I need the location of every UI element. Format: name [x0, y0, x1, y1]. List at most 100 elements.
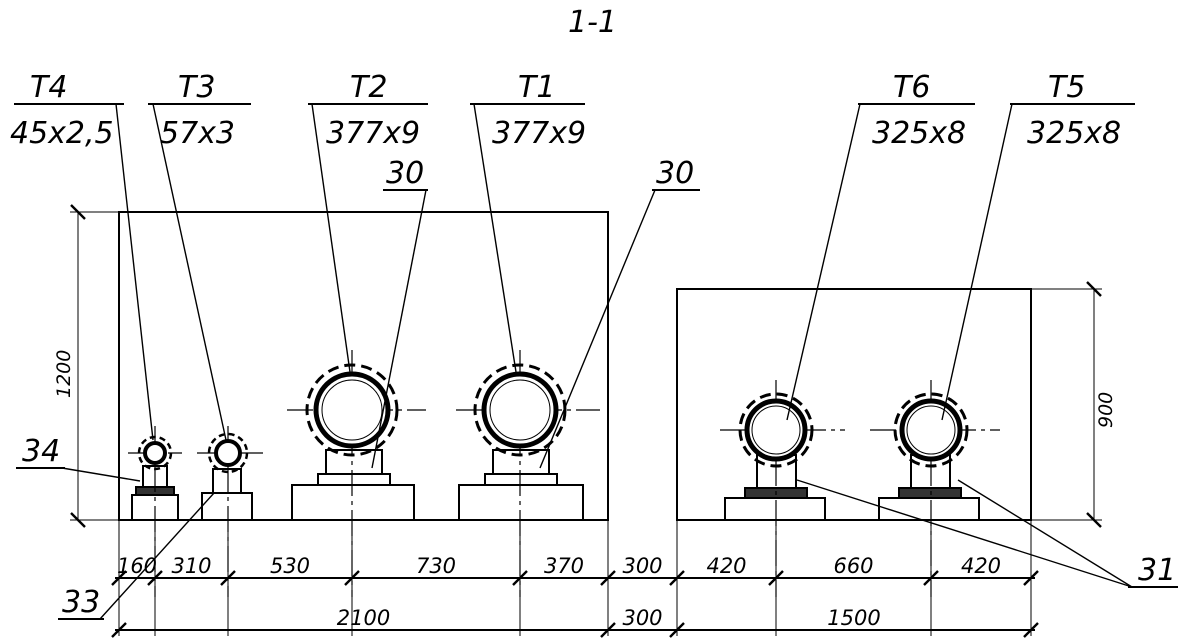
dim-row1-value: 730: [416, 554, 456, 578]
callout-30-t1-label: 30: [656, 156, 694, 191]
dim-row2-value: 1500: [827, 606, 880, 630]
callout-30-t2-leader: [371, 189, 427, 469]
callout-31: 31: [796, 479, 1178, 588]
dim-row2-value: 2100: [337, 606, 390, 630]
callout-33: 33: [58, 492, 215, 620]
callout-31-leader-t6: [796, 479, 1133, 588]
t3-support-post: [212, 468, 242, 494]
t5-leader: [941, 103, 1013, 421]
t5-pipe: [899, 398, 963, 462]
dim-row1-tick: [600, 570, 616, 586]
dim-row1-value: 420: [706, 554, 746, 578]
t6-insulation: [738, 392, 814, 468]
dim-row2-tick: [600, 622, 616, 638]
right-height-label: 900: [1095, 392, 1117, 428]
left-height-tick-bottom: [70, 512, 86, 528]
t1-size: 377x9: [492, 116, 586, 151]
right-channel-outline: [676, 288, 1032, 521]
dim-row1-value: 310: [171, 554, 211, 578]
callout-30-t1: 30: [539, 156, 700, 469]
pipe-t6: [720, 380, 845, 597]
callout-31-label: 31: [1138, 553, 1176, 588]
t3-pipe: [214, 439, 242, 467]
callout-34: 34: [16, 434, 141, 482]
callout-31-leader-t5: [957, 479, 1133, 588]
dim-row2-tick: [111, 622, 127, 638]
dim-row1-value: 160: [117, 554, 157, 578]
left-height-label: 1200: [53, 350, 75, 398]
t5-id: T5: [1048, 70, 1085, 105]
t5-insulation: [893, 392, 969, 468]
dim-row1-tick: [669, 570, 685, 586]
section-title: 1-1: [568, 5, 617, 40]
t6-id: T6: [893, 70, 930, 105]
t4-leader: [115, 103, 154, 441]
t1-support-base: [458, 484, 584, 521]
callout-30-t2: 30: [371, 156, 428, 469]
pipe-label-t1: T1 377x9: [470, 70, 586, 373]
dim-row1-tick: [344, 570, 360, 586]
dim-row1-value: 370: [544, 554, 584, 578]
pipe-label-t4: T4 45x2,5: [10, 70, 154, 441]
t1-support-plate: [484, 473, 558, 486]
t3-size: 57x3: [160, 116, 235, 151]
t5-pipe-inner: [906, 405, 956, 455]
dim-row1-tick: [923, 570, 939, 586]
dim-row1-value: 530: [270, 554, 310, 578]
t3-id: T3: [178, 70, 215, 105]
t5-size: 325x8: [1027, 116, 1121, 151]
pipe-t3: [197, 426, 266, 597]
t6-leader: [786, 103, 861, 421]
callout-30-t1-leader: [539, 189, 656, 469]
t3-leader: [152, 103, 227, 441]
dim-row1-value: 660: [833, 554, 873, 578]
t2-pipe-inner: [321, 379, 383, 441]
left-height-tick-top: [70, 204, 86, 220]
pipe-label-t6: T6 325x8: [786, 70, 975, 421]
t2-id: T2: [350, 70, 387, 105]
pipe-t1: [456, 350, 600, 597]
dimension-rows: 160 310 530 730 370 300 420 660 420 2100 300 1500: [111, 520, 1039, 638]
t1-insulation: [473, 363, 567, 457]
pipe-t2: [287, 350, 426, 597]
dim-row1-tick: [768, 570, 784, 586]
right-channel: 900: [676, 281, 1117, 528]
callout-33-label: 33: [62, 585, 100, 620]
t1-pipe-inner: [489, 379, 551, 441]
right-height-tick-bottom: [1086, 512, 1102, 528]
dim-row1-tick: [111, 570, 127, 586]
t4-insulation: [137, 435, 173, 471]
dim-row1-tick: [220, 570, 236, 586]
pipe-label-t5: T5 325x8: [941, 70, 1135, 421]
pipe-label-t2: T2 377x9: [308, 70, 428, 373]
dim-row1-tick: [1023, 570, 1039, 586]
t2-insulation: [305, 363, 399, 457]
pipe-t5: [870, 380, 1000, 597]
t6-pipe: [744, 398, 808, 462]
callout-30-t2-label: 30: [386, 156, 424, 191]
t2-leader: [311, 103, 351, 373]
dim-row2-tick: [1023, 622, 1039, 638]
dim-row1-value: 300: [622, 554, 662, 578]
dim-row2-value: 300: [622, 606, 662, 630]
t1-pipe: [481, 371, 559, 449]
t5-support-base: [878, 497, 980, 521]
t6-size: 325x8: [872, 116, 966, 151]
t3-insulation: [207, 432, 249, 474]
t2-support-base: [291, 484, 415, 521]
t2-size: 377x9: [326, 116, 420, 151]
dim-row2-tick: [669, 622, 685, 638]
callout-34-leader: [61, 467, 141, 482]
right-height-tick-top: [1086, 281, 1102, 297]
dim-row1-value: 420: [961, 554, 1001, 578]
t1-id: T1: [518, 70, 555, 105]
t6-support-base: [724, 497, 826, 521]
pipe-label-t3: T3 57x3: [148, 70, 251, 441]
t5-support-plate: [898, 487, 962, 499]
callout-34-label: 34: [22, 434, 60, 469]
t1-leader: [473, 103, 517, 373]
t2-pipe: [313, 371, 391, 449]
t6-pipe-inner: [751, 405, 801, 455]
t2-support-plate: [317, 473, 391, 486]
